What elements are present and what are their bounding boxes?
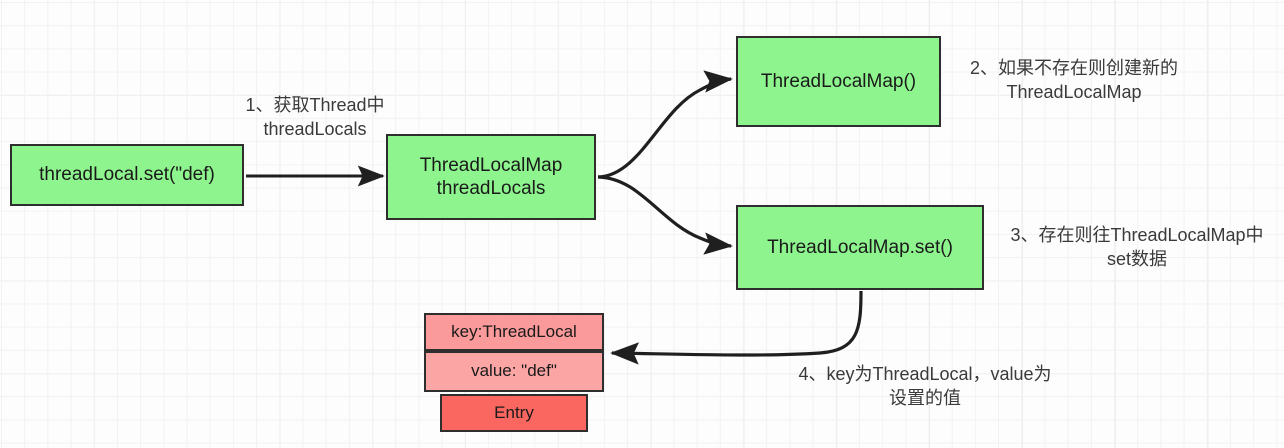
node-threadlocalmap-constructor[interactable]: ThreadLocalMap() [736, 36, 941, 127]
annotation-step-2: 2、如果不存在则创建新的 ThreadLocalMap [969, 58, 1178, 103]
annotation-step-4: 4、key为ThreadLocal，value为 设置的值 [798, 364, 1052, 409]
node-threadlocalmap-threadlocals[interactable]: ThreadLocalMap threadLocals [386, 134, 596, 220]
node-threadlocal-set[interactable]: threadLocal.set("def) [10, 144, 244, 206]
node-entry-label-row[interactable]: Entry [440, 394, 588, 432]
node-entry-value-row[interactable]: value: "def" [424, 351, 604, 392]
arrow-map-set-to-entry [610, 290, 863, 365]
node-threadlocalmap-set[interactable]: ThreadLocalMap.set() [736, 205, 984, 290]
arrow-threadlocals-to-map-set [597, 175, 733, 255]
node-entry-key-row[interactable]: key:ThreadLocal [424, 313, 604, 351]
arrow-threadlocals-to-new-map [597, 70, 733, 179]
annotation-step-3: 3、存在则往ThreadLocalMap中 set数据 [1010, 225, 1264, 270]
annotation-step-1: 1、获取Thread中 threadLocals [245, 95, 385, 140]
